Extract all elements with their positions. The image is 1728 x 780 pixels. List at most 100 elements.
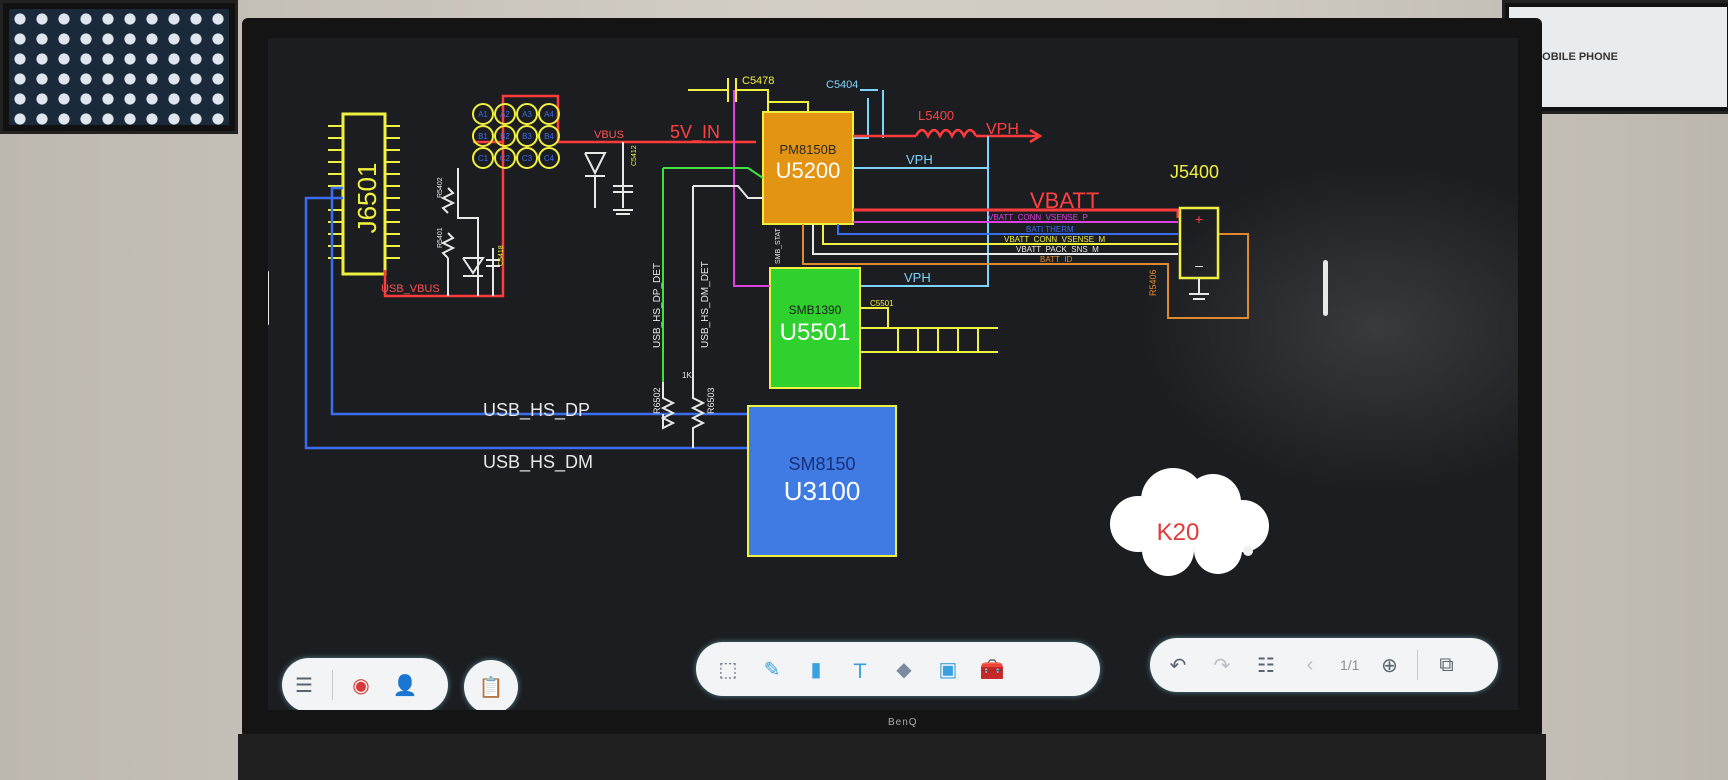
label-batt-id: BATT_ID (1040, 255, 1073, 264)
label-usb-hs-dm-det: USB_HS_DM_DET (700, 261, 711, 348)
ball-a4: A4 (544, 110, 554, 119)
label-5v-in: 5V_IN (670, 122, 720, 143)
label-vph-mid: VPH (906, 152, 933, 167)
redo-button[interactable]: ↷ (1202, 645, 1242, 685)
add-user-button[interactable]: 👤 (385, 665, 425, 705)
navigation-toolbar: ↶ ↷ ☷ ‹ 1/1 ⊕ ⧉ (1150, 638, 1498, 692)
previous-page-button[interactable]: ‹ (1290, 645, 1330, 685)
label-vbatt: VBATT (1030, 188, 1099, 213)
label-usb-vbus: USB_VBUS (381, 283, 440, 295)
left-toolbar: ☰ ◉ 👤 (282, 658, 448, 710)
label-usb-hs-dp-det: USB_HS_DP_DET (652, 263, 663, 348)
right-monitor-screen (1509, 7, 1727, 107)
ball-c2: C2 (500, 154, 511, 163)
toolbox-button[interactable]: 🧰 (972, 649, 1012, 689)
page-settings-button[interactable]: ☷ (1246, 645, 1286, 685)
whiteboard-screen: J6501 USB_HS_DP USB_HS_DM USB_VBUS VBUS … (268, 38, 1518, 710)
pen-tool-button[interactable]: ✎ (752, 649, 792, 689)
label-c5412: C5412 (631, 145, 638, 166)
ball-grid-array: A1 A2 A3 A4 B1 B2 B3 B4 C1 C2 C3 C4 (472, 103, 560, 169)
label-1k: 1K (682, 371, 692, 380)
label-vbus: VBUS (594, 129, 624, 141)
label-pmic-part: PM8150B (779, 142, 836, 157)
ball-b3: B3 (522, 132, 532, 141)
label-c5501: C5501 (870, 299, 894, 308)
toolbar-divider-right (1417, 650, 1419, 680)
label-usb-hs-dm: USB_HS_DM (483, 452, 593, 473)
label-l5400: L5400 (918, 108, 954, 123)
undo-button[interactable]: ↶ (1158, 645, 1198, 685)
ball-c3: C3 (522, 154, 533, 163)
label-c5478: C5478 (742, 75, 774, 87)
signal-nets (660, 90, 770, 448)
shape-tool-button[interactable]: ◆ (884, 649, 924, 689)
clipboard-button[interactable]: 📋 (471, 667, 511, 707)
select-tool-button[interactable]: ⬚ (708, 649, 748, 689)
vph-net (853, 136, 989, 287)
battery-nets (802, 208, 1249, 319)
label-vbatt-pack-sns-m: VBATT_PACK_SNS_M (1016, 245, 1099, 254)
ball-b2: B2 (500, 132, 510, 141)
label-soc-part: SM8150 (788, 454, 855, 474)
note-cloud-label: K20 (1156, 519, 1200, 546)
esd-components (440, 142, 633, 296)
record-icon: ◉ (352, 674, 370, 697)
label-c5418: C5418 (498, 245, 505, 266)
inductor-l5400 (853, 128, 1043, 144)
menu-button[interactable]: ☰ (284, 665, 324, 705)
right-monitor-text: MOBILE PHONE (1533, 51, 1618, 63)
charger-capacitors (860, 307, 998, 353)
schematic-canvas[interactable]: J6501 USB_HS_DP USB_HS_DM USB_VBUS VBUS … (268, 38, 1518, 710)
label-smb-stat: SMB_STAT (775, 227, 782, 264)
plus-icon: + (1195, 211, 1203, 227)
label-r6502: R6502 (652, 387, 662, 414)
drawing-toolbar: ⬚ ✎ ▮ Ｔ ◆ ▣ 🧰 (696, 642, 1100, 696)
label-r5406: R5406 (1148, 269, 1158, 296)
add-user-icon: 👤 (392, 674, 418, 697)
label-pmic-ref: U5200 (776, 158, 841, 183)
label-vbatt-conn-vsense-m: VBATT_CONN_VSENSE_M (1004, 235, 1106, 244)
usb-hs-nets (304, 186, 748, 450)
pmic-u5200[interactable]: PM8150B U5200 (762, 101, 854, 225)
soc-u3100[interactable]: SM8150 U3100 (747, 405, 897, 557)
pen-icon: ✎ (763, 658, 781, 681)
right-edge-handle[interactable] (1323, 260, 1328, 316)
ball-c4: C4 (544, 154, 555, 163)
image-tool-button[interactable]: ▣ (928, 649, 968, 689)
label-charger-part: SMB1390 (789, 303, 842, 317)
display-stand (238, 734, 1546, 780)
cursor-dot (1243, 546, 1253, 556)
clipboard-icon: 📋 (478, 676, 504, 699)
label-usb-hs-dp: USB_HS_DP (483, 400, 590, 421)
label-r5401: R5401 (437, 227, 444, 248)
minus-icon: – (1195, 257, 1203, 273)
hamburger-icon: ☰ (295, 674, 313, 697)
image-icon: ▣ (938, 658, 958, 681)
ball-a3: A3 (522, 110, 532, 119)
left-monitor-image (9, 9, 229, 125)
charger-u5501[interactable]: SMB1390 U5501 (769, 267, 861, 389)
plus-circle-icon: ⊕ (1381, 654, 1398, 677)
note-cloud-shape[interactable] (1110, 468, 1269, 576)
ball-c1: C1 (478, 154, 489, 163)
label-vph-top: VPH (986, 121, 1019, 138)
toolbox-icon: 🧰 (979, 658, 1005, 681)
text-tool-button[interactable]: Ｔ (840, 649, 880, 689)
left-side-monitor (0, 0, 238, 134)
settings-sliders-icon: ☷ (1257, 654, 1275, 677)
label-vph-low: VPH (904, 270, 931, 285)
page-indicator: 1/1 (1340, 657, 1360, 673)
usb-connector-j6501[interactable]: J6501 (328, 112, 400, 276)
page-overview-button[interactable]: ⧉ (1426, 645, 1466, 685)
ball-b1: B1 (478, 132, 488, 141)
shapes-icon: ◆ (896, 658, 912, 681)
left-edge-handle[interactable] (268, 270, 269, 326)
eraser-tool-button[interactable]: ▮ (796, 649, 836, 689)
battery-connector-j5400[interactable]: + – (1178, 206, 1220, 300)
label-vbatt-conn-vsense-p: VBATT_CONN_VSENSE_P (988, 213, 1088, 222)
record-button[interactable]: ◉ (341, 665, 381, 705)
add-page-button[interactable]: ⊕ (1369, 645, 1409, 685)
undo-icon: ↶ (1169, 654, 1187, 677)
label-charger-ref: U5501 (780, 319, 851, 346)
label-r6503: R6503 (706, 387, 716, 414)
